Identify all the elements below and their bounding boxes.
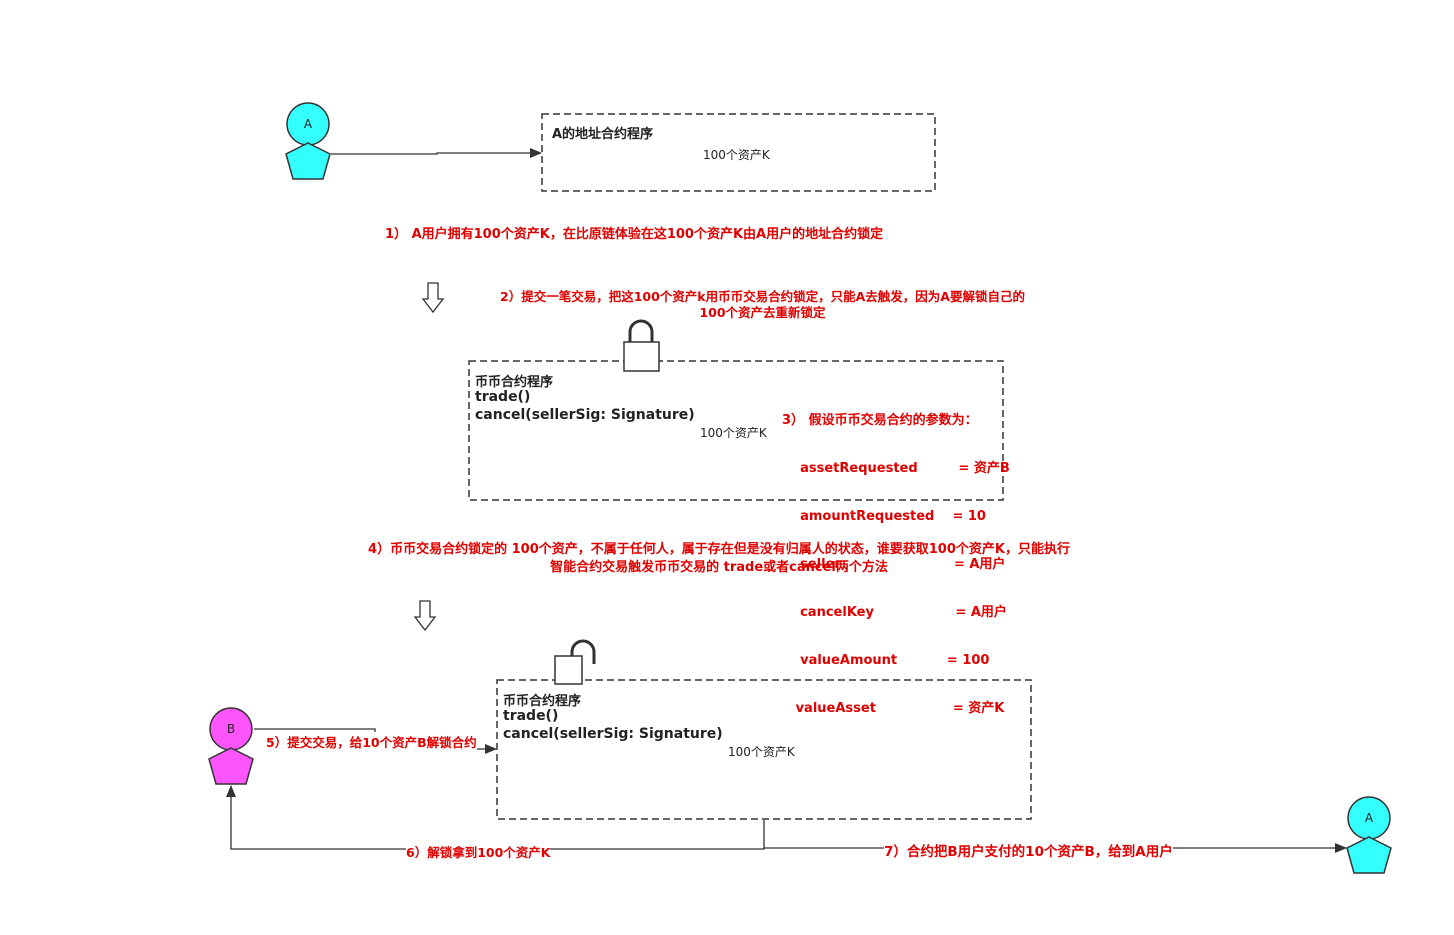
arrow-a-to-box1 [331,148,542,158]
down-arrow-icon [413,600,437,632]
actor-a-top-label: A [303,117,313,131]
actor-b-label: B [226,722,236,736]
step4-line2: 智能合约交易触发币币交易的 trade或者cancel两个方法 [550,560,888,575]
box3-frame [496,679,1032,820]
box3-content: 100个资产K [728,745,795,759]
param-seller: seller = A用户 [782,557,1006,572]
param-cancel-key: cancelKey = A用户 [782,605,1007,620]
step6-text: 6）解锁拿到100个资产K [406,842,551,861]
box1-frame [541,113,936,192]
step2-text: 2）提交一笔交易，把这100个资产k用币币交易合约锁定，只能A去触发，因为A要解… [490,289,1035,321]
param-header: 3） 假设币币交易合约的参数为： [782,413,978,428]
box1-content: 100个资产K [703,148,770,162]
down-arrow-icon [421,282,445,314]
box3-method-trade: trade() [503,708,559,724]
param-amount-requested: amountRequested = 10 [782,509,986,524]
step7-text: 7）合约把B用户支付的10个资产B，给到A用户 [884,840,1173,860]
step5-text: 5）提交交易，给10个资产B解锁合约 [266,732,477,751]
step2-line2: 100个资产去重新锁定 [699,305,826,320]
arrow-box3-to-b [226,785,765,850]
box2-frame [468,360,1004,501]
actor-a-bottom-label: A [1364,811,1374,825]
param-asset-requested: assetRequested = 资产B [782,461,1010,476]
box3-title: 币币合约程序 [503,694,582,709]
box2-title: 币币合约程序 [475,375,554,390]
actor-b-icon [208,707,254,785]
box2-method-trade: trade() [475,389,531,405]
step1-text: 1） A用户拥有100个资产K，在比原链体验在这100个资产K由A用户的地址合约… [385,227,884,242]
lock-open-icon [554,639,596,685]
actor-a-bottom-icon [1346,796,1392,874]
box2-content: 100个资产K [700,426,767,440]
step4-line1: 4）币币交易合约锁定的 100个资产，不属于任何人，属于存在但是没有归属人的状态… [368,542,1070,557]
box1-title: A的地址合约程序 [552,127,654,142]
lock-closed-icon [623,319,660,372]
box2-method-cancel: cancel(sellerSig: Signature) [475,407,695,423]
param-value-amount: valueAmount = 100 [782,653,990,668]
box3-method-cancel: cancel(sellerSig: Signature) [503,726,723,742]
box2-params: 3） 假设币币交易合约的参数为： assetRequested = 资产B am… [782,381,1010,733]
step4-text: 4）币币交易合约锁定的 100个资产，不属于任何人，属于存在但是没有归属人的状态… [330,541,1108,577]
actor-a-top-icon [285,102,331,180]
param-value-asset: valueAsset = 资产K [782,701,1005,716]
step2-line1: 2）提交一笔交易，把这100个资产k用币币交易合约锁定，只能A去触发，因为A要解… [500,289,1025,304]
